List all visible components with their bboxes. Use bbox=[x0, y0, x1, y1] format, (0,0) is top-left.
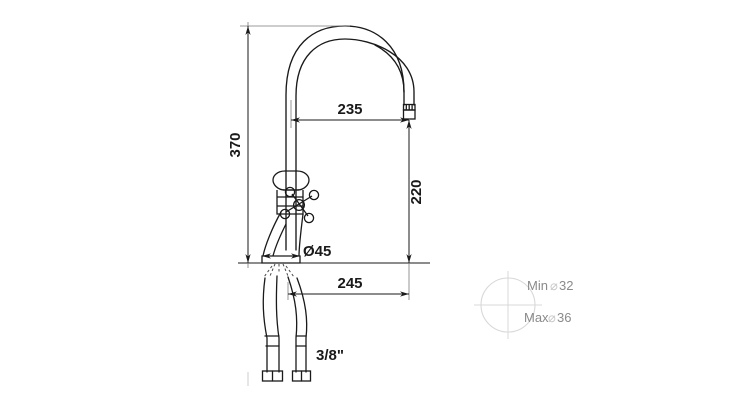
legend-min-label: Min bbox=[527, 278, 548, 293]
dimension-thread-label: 3/8" bbox=[316, 347, 344, 364]
dimension-370-group: 370 bbox=[227, 26, 251, 263]
base-inner-fold bbox=[272, 223, 287, 257]
base-pedestal-group bbox=[261, 211, 304, 264]
base-outer-right bbox=[298, 213, 304, 257]
aerator-outlet-group bbox=[402, 103, 416, 120]
dimension-245-label: 245 bbox=[337, 275, 362, 292]
handle-hub bbox=[292, 198, 306, 212]
legend-group: Min ⌀ 32 Max ⌀ 36 bbox=[474, 271, 573, 339]
dimension-diameter45-label: Ø45 bbox=[303, 243, 331, 260]
shank-hidden-flare-r bbox=[285, 265, 295, 278]
spout-outer-contour bbox=[285, 25, 405, 251]
aerator-body bbox=[402, 109, 416, 120]
hose-left-outer bbox=[262, 277, 268, 373]
column-bulb bbox=[272, 170, 310, 191]
hose-right-outer bbox=[287, 276, 298, 373]
diameter-icon-max: ⌀ bbox=[548, 310, 556, 325]
hose-right-inner bbox=[296, 277, 308, 373]
shank-hidden-flare-l bbox=[263, 265, 273, 278]
handle-knob-top bbox=[284, 186, 296, 198]
dimension-220-group: 220 bbox=[406, 120, 425, 263]
supply-hoses-group bbox=[261, 275, 312, 382]
handle-crossbar bbox=[291, 193, 309, 217]
legend-max-value: 36 bbox=[557, 310, 571, 325]
shank-hidden-left bbox=[269, 263, 276, 277]
shank-hidden-right bbox=[282, 263, 289, 277]
dimension-235-label: 235 bbox=[337, 101, 362, 118]
legend-min-value: 32 bbox=[559, 278, 573, 293]
base-bottom-plate bbox=[261, 255, 301, 264]
dimension-370-label: 370 bbox=[227, 132, 244, 157]
valve-handle-group bbox=[272, 170, 320, 224]
diameter-icon-min: ⌀ bbox=[550, 278, 558, 293]
base-outer-left bbox=[262, 211, 282, 257]
handle-knob-right bbox=[308, 189, 320, 201]
dimension-245-group: 245 bbox=[288, 275, 409, 297]
spout-tube-top-closure bbox=[374, 44, 405, 93]
hidden-shank-group bbox=[263, 263, 295, 278]
dimension-235-group: 235 bbox=[291, 101, 409, 123]
dimension-diameter45-group: Ø45 bbox=[262, 243, 331, 260]
dimension-220-label: 220 bbox=[408, 179, 425, 204]
handle-knob-bottom bbox=[303, 212, 315, 224]
dimension-thread-group: 3/8" bbox=[316, 347, 344, 364]
legend-max-label: Max bbox=[524, 310, 549, 325]
hose-left-inner bbox=[275, 275, 280, 373]
spout-inner-contour bbox=[295, 38, 415, 251]
